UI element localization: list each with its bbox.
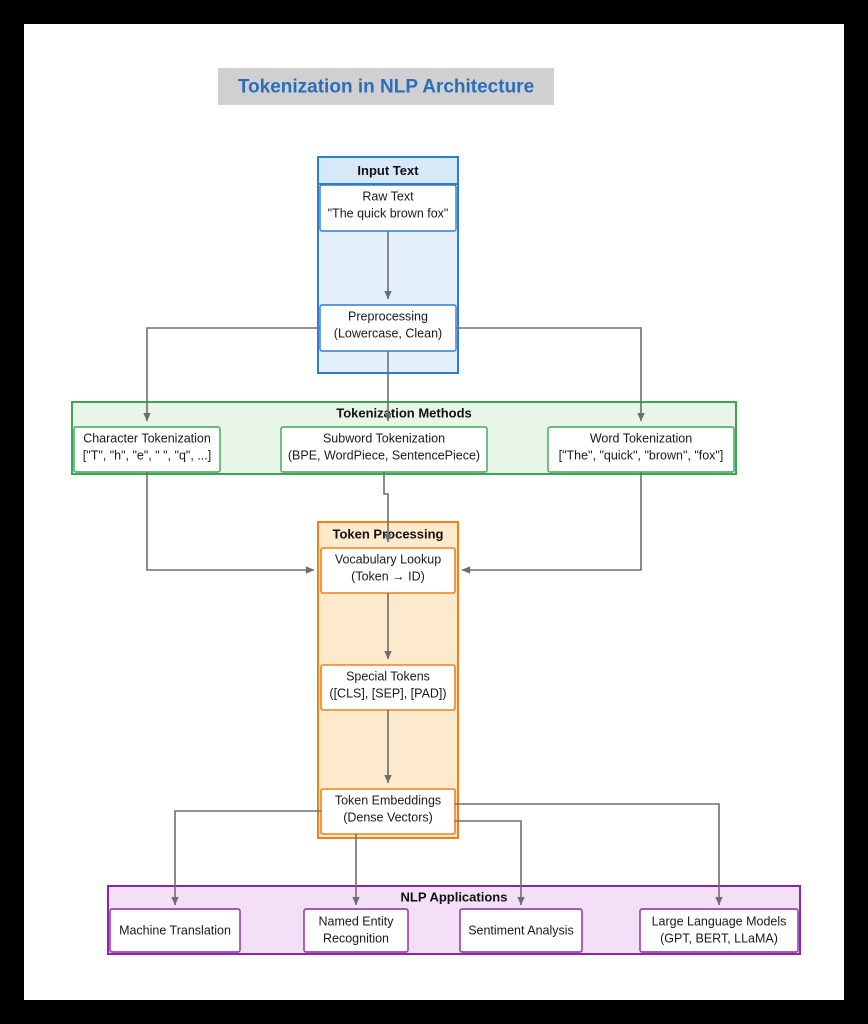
node-named-entity-recognition-line2: Recognition — [323, 931, 389, 945]
node-large-language-models-box[interactable] — [639, 908, 799, 953]
node-special-tokens[interactable]: Special Tokens ([CLS], [SEP], [PAD]) — [320, 664, 456, 711]
node-named-entity-recognition[interactable]: Named Entity Recognition — [303, 908, 409, 953]
edge-embeddings-to-large-language-models — [455, 803, 723, 906]
diagram-page: Tokenization in NLP Architecture Input T… — [24, 24, 844, 1000]
node-token-embeddings-line1: Token Embeddings — [335, 793, 441, 807]
cluster-nlp-applications-label: NLP Applications — [401, 889, 508, 904]
node-machine-translation-box[interactable] — [109, 908, 241, 953]
node-machine-translation-line1: Machine Translation — [119, 923, 231, 937]
node-token-embeddings[interactable]: Token Embeddings (Dense Vectors) — [320, 788, 456, 835]
node-raw-text-line1: Raw Text — [362, 189, 414, 203]
node-preprocessing[interactable]: Preprocessing (Lowercase, Clean) — [319, 304, 457, 352]
cluster-token-processing: Token Processing Vocabulary Lookup (Toke… — [317, 521, 459, 839]
node-raw-text[interactable]: Raw Text "The quick brown fox" — [319, 184, 457, 232]
node-subword-tokenization-line1: Subword Tokenization — [323, 431, 445, 445]
node-character-tokenization[interactable]: Character Tokenization ["T", "h", "e", "… — [73, 426, 221, 473]
node-word-tokenization-line1: Word Tokenization — [590, 431, 692, 445]
cluster-tokenization-methods-label: Tokenization Methods — [336, 405, 472, 420]
node-large-language-models-line2: (GPT, BERT, LLaMA) — [660, 931, 778, 945]
cluster-input-text-header — [317, 156, 459, 185]
node-machine-translation[interactable]: Machine Translation — [109, 908, 241, 953]
page-title: Tokenization in NLP Architecture — [238, 77, 534, 98]
node-special-tokens-line1: Special Tokens — [346, 669, 430, 683]
node-sentiment-analysis[interactable]: Sentiment Analysis — [459, 908, 583, 953]
flowchart-svg: Tokenization in NLP Architecture Input T… — [71, 68, 801, 955]
node-special-tokens-line2: ([CLS], [SEP], [PAD]) — [329, 686, 446, 700]
node-preprocessing-line1: Preprocessing — [348, 309, 428, 323]
node-word-tokenization-line2: ["The", "quick", "brown", "fox"] — [559, 448, 724, 462]
cluster-input-text-label: Input Text — [357, 163, 419, 178]
node-vocabulary-lookup-line1: Vocabulary Lookup — [335, 552, 441, 566]
node-subword-tokenization[interactable]: Subword Tokenization (BPE, WordPiece, Se… — [280, 426, 488, 473]
edge-layer — [143, 231, 723, 906]
diagram-title: Tokenization in NLP Architecture — [218, 68, 554, 105]
edge-character-to-vocabulary — [146, 472, 315, 574]
node-sentiment-analysis-line1: Sentiment Analysis — [468, 923, 574, 937]
node-subword-tokenization-line2: (BPE, WordPiece, SentencePiece) — [288, 448, 480, 462]
node-character-tokenization-line2: ["T", "h", "e", " ", "q", ...] — [83, 448, 211, 462]
title-background — [218, 68, 554, 105]
node-word-tokenization[interactable]: Word Tokenization ["The", "quick", "brow… — [547, 426, 735, 473]
node-vocabulary-lookup[interactable]: Vocabulary Lookup (Token → ID) — [320, 547, 456, 594]
cluster-tokenization-methods: Tokenization Methods Character Tokenizat… — [71, 401, 737, 475]
cluster-nlp-applications: NLP Applications Machine Translation Nam… — [107, 885, 801, 955]
node-large-language-models[interactable]: Large Language Models (GPT, BERT, LLaMA) — [639, 908, 799, 953]
node-vocabulary-lookup-line2: (Token → ID) — [351, 569, 425, 583]
node-preprocessing-line2: (Lowercase, Clean) — [334, 326, 442, 340]
node-raw-text-line2: "The quick brown fox" — [328, 206, 449, 220]
node-sentiment-analysis-box[interactable] — [459, 908, 583, 953]
edge-subword-to-vocabulary — [383, 472, 392, 543]
node-named-entity-recognition-box[interactable] — [303, 908, 409, 953]
edge-embeddings-to-machine-translation — [171, 810, 321, 906]
node-named-entity-recognition-line1: Named Entity — [318, 914, 394, 928]
edge-embeddings-to-sentiment-analysis — [455, 820, 525, 906]
edge-preprocessing-to-word — [456, 327, 645, 422]
node-token-embeddings-line2: (Dense Vectors) — [343, 810, 433, 824]
node-large-language-models-line1: Large Language Models — [652, 914, 787, 928]
edge-preprocessing-to-character — [143, 327, 320, 422]
edge-word-to-vocabulary — [461, 472, 642, 574]
node-character-tokenization-line1: Character Tokenization — [83, 431, 211, 445]
